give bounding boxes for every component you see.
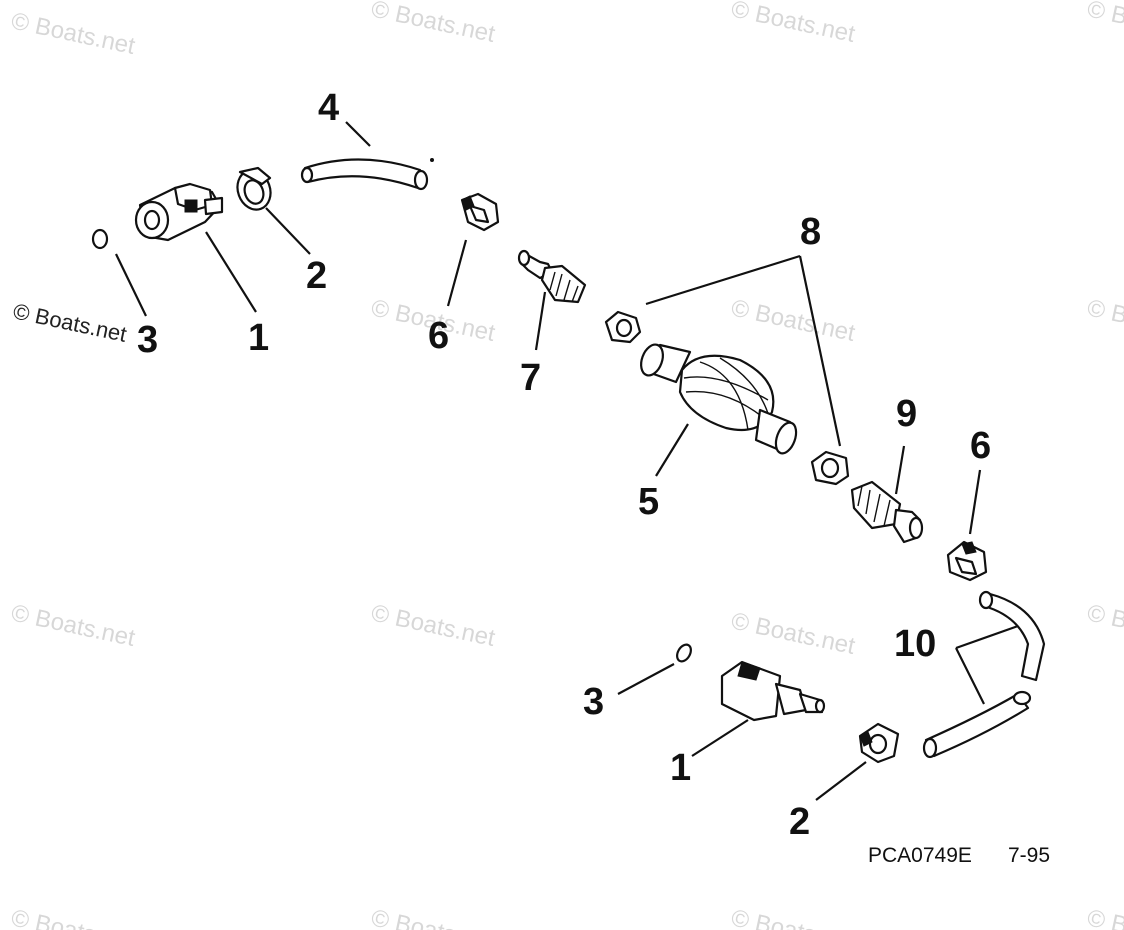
callout-2-bottom: 2 bbox=[789, 801, 810, 843]
callout-8: 8 bbox=[800, 211, 821, 253]
watermark: © Boats.net bbox=[729, 904, 858, 930]
leader-lines bbox=[115, 121, 1019, 801]
watermark: © Boats.net bbox=[1085, 294, 1124, 347]
callout-labels: 3 1 2 4 6 7 8 5 9 6 10 3 1 2 bbox=[137, 87, 991, 843]
connector-part-top bbox=[134, 182, 224, 242]
watermark-layer: © Boats.net © Boats.net © Boats.net © Bo… bbox=[9, 0, 1124, 930]
hose-part-short bbox=[300, 158, 434, 191]
watermark: © Boats.net bbox=[9, 599, 138, 652]
o-ring-part-top bbox=[91, 228, 109, 250]
callout-10: 10 bbox=[894, 623, 936, 665]
drawing-code: PCA0749E bbox=[868, 844, 972, 867]
callout-1-top: 1 bbox=[248, 317, 269, 359]
callout-6-top: 6 bbox=[428, 315, 449, 357]
watermark: © Boats.net bbox=[729, 0, 858, 48]
watermark: © Boats.net bbox=[369, 904, 498, 930]
clamp-part-bottom bbox=[858, 722, 900, 764]
clamp-part-top-middle bbox=[460, 192, 500, 232]
watermark: © Boats.net bbox=[369, 0, 498, 48]
clamp-part-8-upper bbox=[604, 310, 642, 344]
fitting-part-9 bbox=[850, 480, 924, 544]
watermark: © Boats.net bbox=[1085, 0, 1124, 48]
connector-part-bottom bbox=[720, 660, 826, 722]
callout-3-bottom: 3 bbox=[583, 681, 604, 723]
callout-7: 7 bbox=[520, 357, 541, 399]
clamp-part-top-left bbox=[236, 166, 272, 211]
watermark: © Boats.net bbox=[1085, 599, 1124, 652]
watermark: © Boats.net bbox=[9, 7, 138, 60]
watermark: © Boats.net bbox=[369, 599, 498, 652]
watermark: © Boats.net bbox=[1085, 904, 1124, 930]
primer-bulb-part bbox=[640, 343, 798, 455]
clamp-part-8-lower bbox=[810, 450, 850, 486]
callout-1-bottom: 1 bbox=[670, 747, 691, 789]
callout-3-top: 3 bbox=[137, 319, 158, 361]
callout-6-right: 6 bbox=[970, 425, 991, 467]
callout-5: 5 bbox=[638, 481, 659, 523]
watermark-dark: © Boats.net bbox=[11, 298, 129, 346]
callout-9: 9 bbox=[896, 393, 917, 435]
watermark: © Boats.net bbox=[729, 294, 858, 347]
drawing-date: 7-95 bbox=[1008, 844, 1050, 867]
o-ring-part-bottom bbox=[676, 643, 692, 663]
watermark: © Boats.net bbox=[9, 904, 138, 930]
watermark: © Boats.net bbox=[729, 607, 858, 660]
fitting-part-7 bbox=[517, 249, 587, 304]
callout-2-top: 2 bbox=[306, 255, 327, 297]
clamp-part-right bbox=[946, 540, 988, 582]
callout-4: 4 bbox=[318, 87, 339, 129]
hose-part-long bbox=[922, 590, 1046, 759]
